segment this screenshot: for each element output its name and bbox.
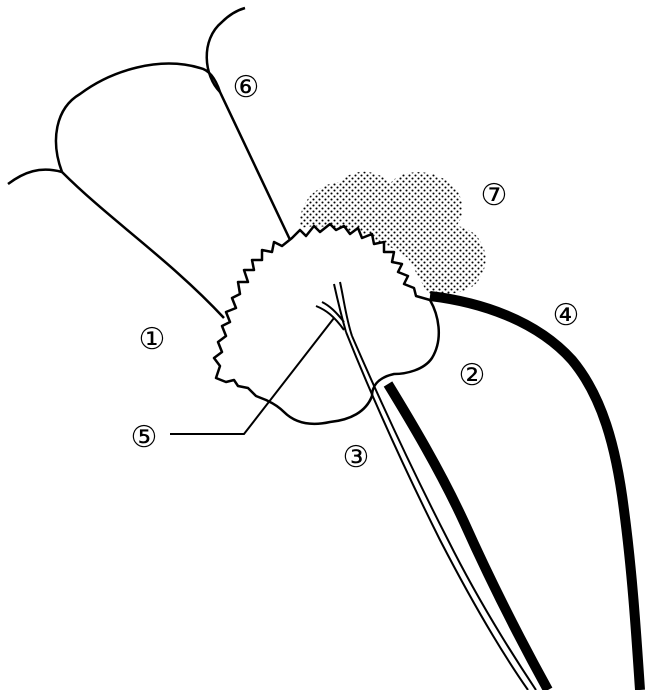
outer-contour: [8, 170, 62, 184]
lobe-left-lower: [62, 172, 224, 318]
label-2: ②: [454, 358, 490, 394]
label-6: ⑥: [228, 70, 264, 106]
label-1: ①: [134, 322, 170, 358]
thick-vessel-inner: [388, 384, 548, 690]
label-3: ③: [338, 440, 374, 476]
label-7: ⑦: [476, 178, 512, 214]
duct-inner: [352, 336, 536, 690]
label-5: ⑤: [126, 420, 162, 456]
label-4: ④: [548, 298, 584, 334]
thick-vessel-outer: [430, 296, 640, 690]
